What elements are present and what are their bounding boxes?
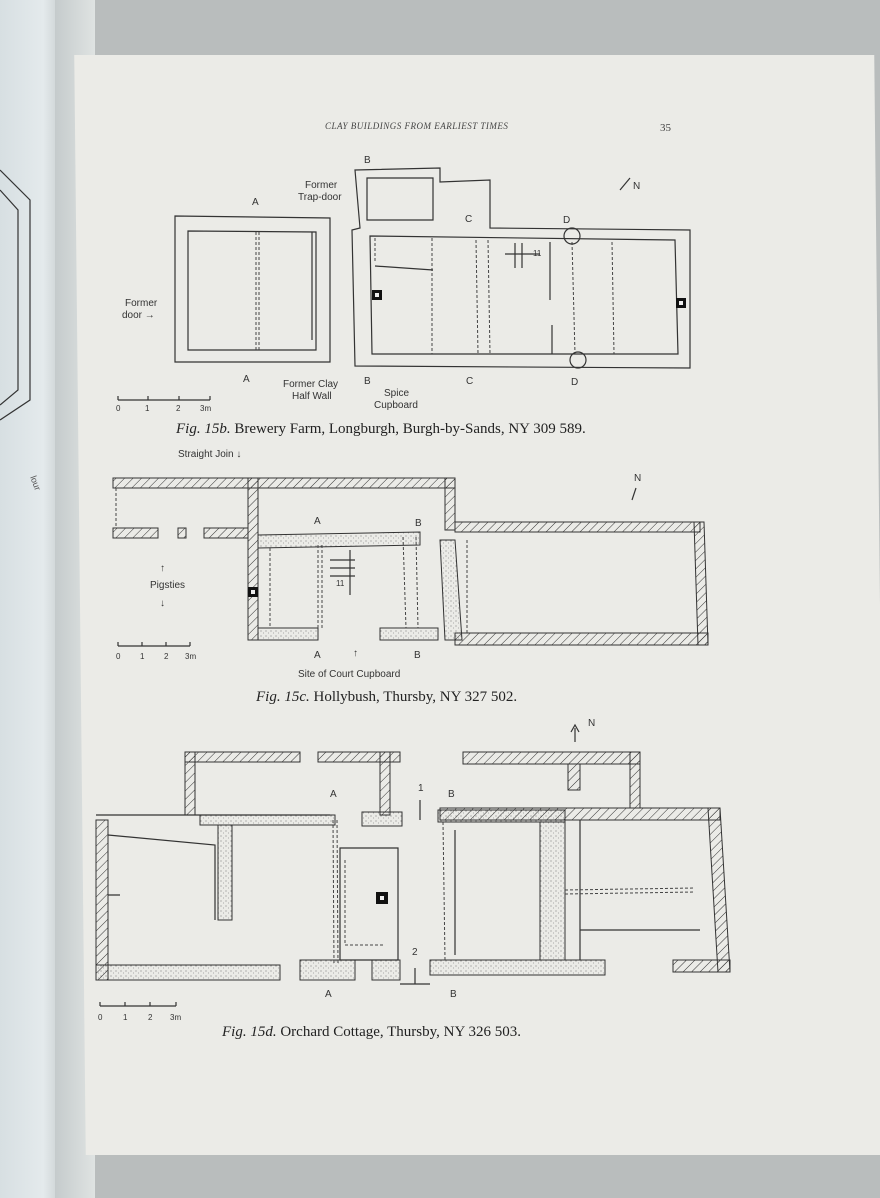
fig15b-walls — [117, 167, 691, 401]
fig15d-label-b: B — [448, 789, 455, 800]
fig15b-label-b-prime: B — [364, 376, 371, 387]
page-number: 35 — [660, 122, 671, 134]
left-page: lour — [0, 0, 62, 1198]
fig15b-north-arrow — [619, 177, 631, 191]
fig15b-scale-2: 2 — [176, 404, 181, 413]
fig15d-label-1: 1 — [418, 783, 424, 794]
fig15c-scale-2: 2 — [164, 652, 169, 661]
fig15b-caption: Fig. 15b. Brewery Farm, Longburgh, Burgh… — [176, 421, 586, 438]
fig15d-scale-2: 2 — [148, 1013, 153, 1022]
fig15d-north-arrow — [570, 723, 580, 742]
fig15b-label-c-prime: C — [466, 376, 474, 387]
fig15b-label-a-prime: A — [243, 374, 250, 385]
fig15b-label-d-prime: D — [571, 377, 579, 388]
fig15b-scale-0: 0 — [116, 404, 121, 413]
fig15b-north-label: N — [633, 181, 641, 192]
running-title: CLAY BUILDINGS FROM EARLIEST TIMES — [325, 121, 509, 131]
fig15c-label-court-cupboard: Site of Court Cupboard — [298, 669, 401, 680]
fig15c-caption-text: Hollybush, Thursby, NY 327 502. — [313, 689, 518, 705]
fig15c-label-pigsties: Pigsties — [150, 580, 186, 591]
fig15b-label-b: B — [364, 155, 371, 166]
fig15b-label-former-clay: Former Clay — [283, 379, 339, 390]
fig15d-label-a: A — [330, 789, 337, 800]
fig15b-label-c: C — [465, 214, 473, 225]
fig15c-caption-number: Fig. 15c. — [256, 689, 310, 705]
fig15c-north-arrow — [631, 487, 637, 501]
fig15d-label-2: 2 — [412, 947, 418, 958]
fig15c-scale-1: 1 — [140, 652, 145, 661]
fig15b-label-cupboard: Cupboard — [374, 400, 418, 411]
fig15b-stairs-label: 11 — [533, 249, 542, 258]
fig15c-label-a-prime: A — [314, 650, 321, 661]
fig15c-caption: Fig. 15c. Hollybush, Thursby, NY 327 502… — [256, 689, 517, 706]
fig15c-label-b: B — [415, 518, 422, 529]
fig15b-caption-number: Fig. 15b. — [176, 421, 231, 437]
fig15c-scale-bar — [117, 642, 191, 647]
fig15d-label-a-prime: A — [325, 989, 332, 1000]
fig15b-label-trapdoor: Trap-door — [298, 192, 342, 203]
fig15b-label-former: Former — [305, 180, 338, 191]
fig15b-label-d: D — [563, 215, 571, 226]
fig15b-scale-1: 1 — [145, 404, 150, 413]
fig15b-label-spice: Spice — [384, 388, 410, 399]
fig15d-scale-3m: 3m — [170, 1013, 182, 1022]
fig15b-scale-3m: 3m — [200, 404, 212, 413]
fig15d-scale-1: 1 — [123, 1013, 128, 1022]
fig15b-scale-bar — [117, 396, 211, 401]
fig15b-label-half-wall: Half Wall — [292, 391, 332, 402]
fig15d-caption-number: Fig. 15d. — [222, 1024, 277, 1040]
fig15d-caption: Fig. 15d. Orchard Cottage, Thursby, NY 3… — [222, 1024, 521, 1041]
fig15b-caption-text: Brewery Farm, Longburgh, Burgh-by-Sands,… — [234, 421, 586, 437]
fig15d-scale-0: 0 — [98, 1013, 103, 1022]
left-page-plan-fragment — [0, 169, 31, 421]
fig15c-label-straight-join: Straight Join ↓ — [178, 449, 242, 460]
fig15b-label-a: A — [252, 197, 259, 208]
fig15c-north-label: N — [634, 473, 642, 484]
fig15c-scale-0: 0 — [116, 652, 121, 661]
fig15c-label-b-prime: B — [414, 650, 421, 661]
fig15c-scale-3m: 3m — [185, 652, 197, 661]
fig15d-north-label: N — [588, 718, 596, 729]
fig15c-stairs-label: 11 — [336, 579, 345, 588]
fig15c-label-a: A — [314, 516, 321, 527]
fig15b-label-door: door → — [122, 310, 155, 321]
fig15d-label-b-prime: B — [450, 989, 457, 1000]
fig15b-label-former-door: Former — [125, 298, 158, 309]
fig15d-caption-text: Orchard Cottage, Thursby, NY 326 503. — [280, 1024, 521, 1040]
fig15d-scale-bar — [99, 1002, 177, 1007]
